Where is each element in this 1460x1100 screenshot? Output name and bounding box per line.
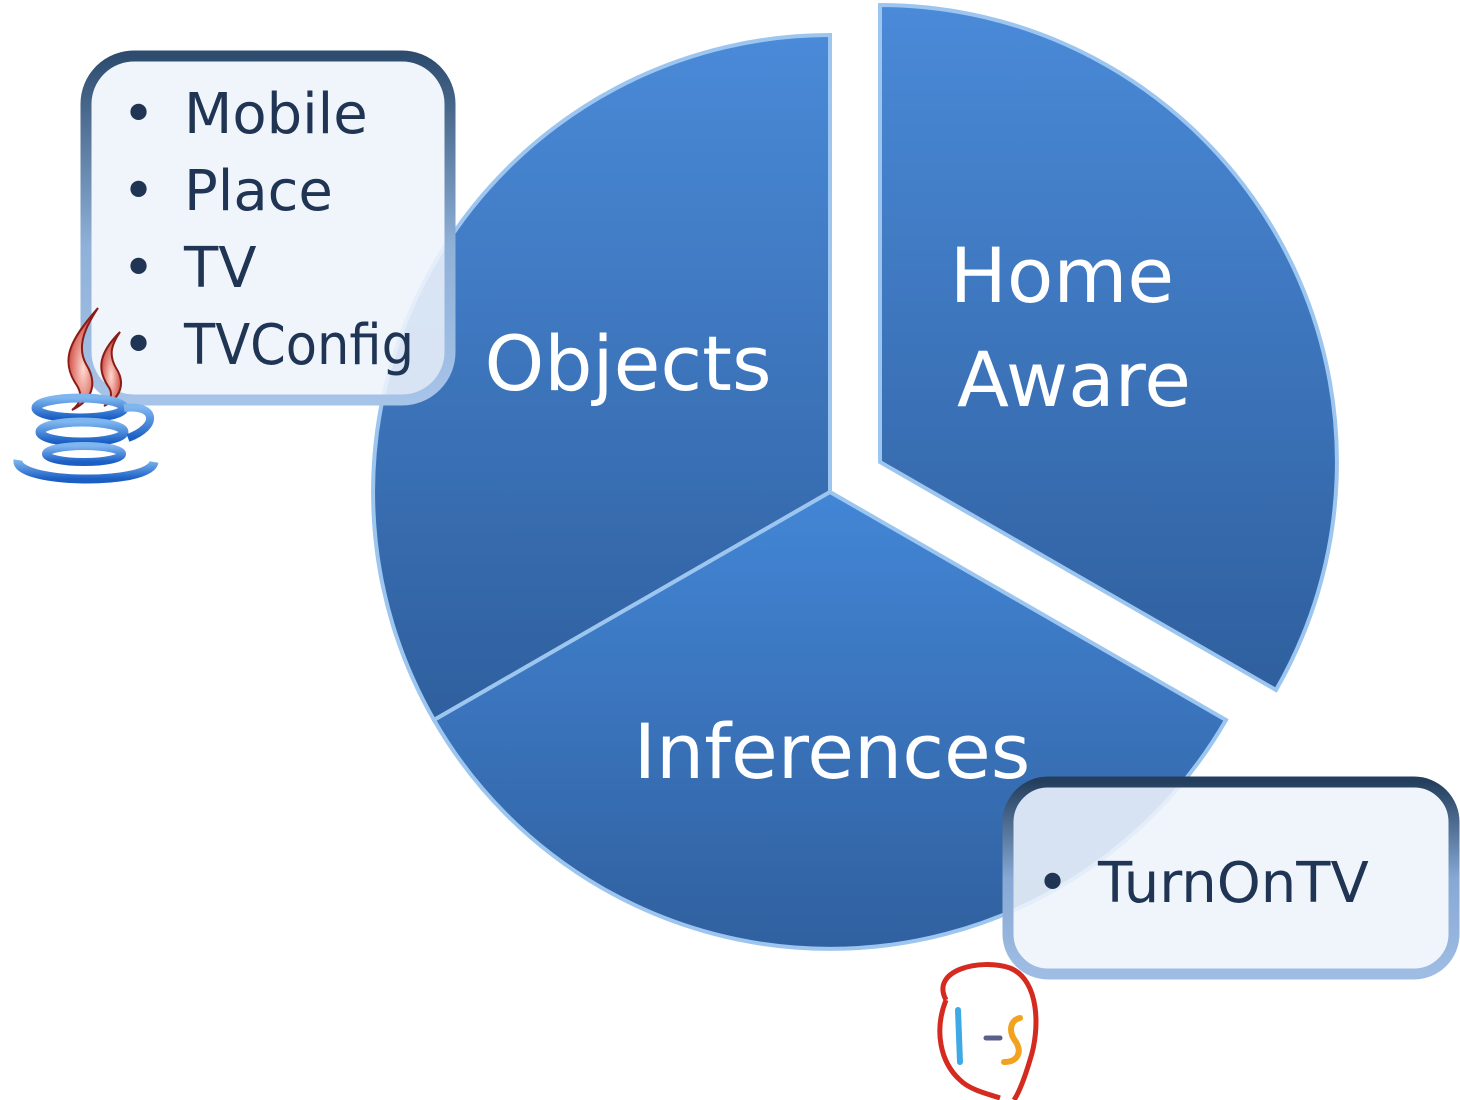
segment-label-home-aware: Home Aware (950, 231, 1199, 424)
segment-label-home-aware-line-2: Aware (957, 335, 1191, 424)
segment-label-objects-line-1: Objects (484, 319, 771, 408)
callout-objects-bullet-3: • (122, 236, 155, 301)
callout-objects: • Mobile • Place • TV • TVConfig (80, 50, 456, 406)
callout-objects-bullet-2: • (122, 159, 155, 224)
callout-objects-bullet-4: • (122, 313, 155, 378)
segment-label-inferences: Inferences (634, 707, 1031, 796)
segment-label-objects: Objects (484, 319, 771, 408)
pie (371, 2, 1339, 951)
callout-objects-list: • Mobile • Place • TV • TVConfig (122, 82, 414, 378)
segment-label-home-aware-line-1: Home (950, 231, 1174, 320)
segment-home-aware[interactable] (878, 2, 1339, 693)
callout-inferences-bullet-1: • (1036, 851, 1069, 916)
callout-objects-item-1: Mobile (184, 82, 368, 147)
segment-label-inferences-line-1: Inferences (634, 707, 1031, 796)
java-coffee-cup-icon (13, 307, 159, 484)
callout-objects-item-3: TV (183, 236, 257, 301)
callout-inferences-box (1002, 776, 1460, 980)
callout-inferences-list: • TurnOnTV (1036, 851, 1369, 916)
callout-objects-item-4: TVConfig (183, 313, 414, 378)
callout-objects-bullet-1: • (122, 82, 155, 147)
callout-objects-box (80, 50, 456, 406)
callout-inferences-item-1: TurnOnTV (1097, 851, 1369, 916)
jess-face-icon (937, 962, 1039, 1100)
callout-inferences: • TurnOnTV (1002, 776, 1460, 980)
callout-objects-item-2: Place (184, 159, 333, 224)
